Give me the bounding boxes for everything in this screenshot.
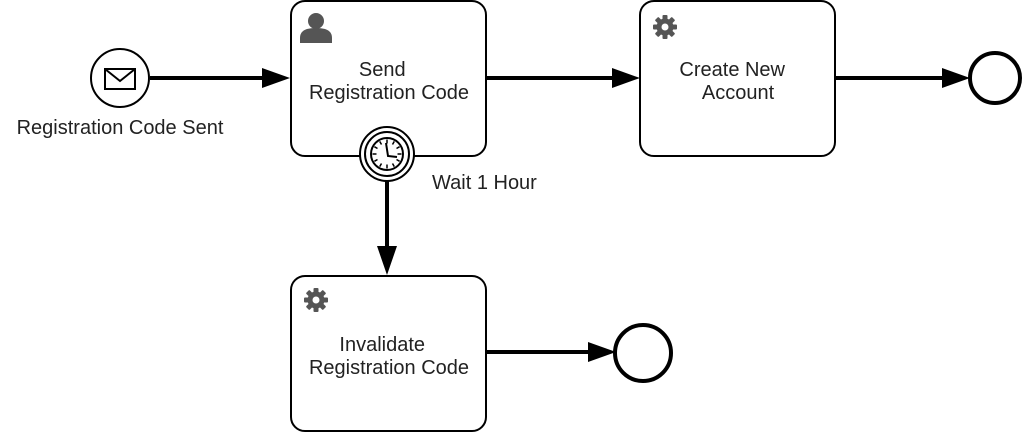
sequence-flow-send-to-create[interactable] bbox=[486, 68, 640, 88]
user-icon bbox=[300, 13, 332, 43]
task-invalidate-label-line1: Invalidate bbox=[339, 334, 425, 356]
task-invalidate-registration-code[interactable]: Invalidate Registration Code bbox=[290, 275, 487, 432]
task-create-new-account[interactable]: Create New Account bbox=[639, 0, 836, 157]
sequence-flow-start-to-send[interactable] bbox=[150, 68, 290, 88]
task-create-label-line1: Create New bbox=[679, 59, 785, 81]
task-create-label: Create New Account bbox=[679, 59, 790, 104]
task-create-label-line2: Account bbox=[702, 82, 775, 104]
task-send-label-line1: Send bbox=[359, 59, 406, 81]
task-invalidate-label: Invalidate Registration Code bbox=[309, 334, 469, 379]
clock-icon bbox=[370, 137, 404, 171]
end-event-bottom[interactable] bbox=[613, 323, 673, 383]
start-event-label: Registration Code Sent bbox=[17, 117, 224, 139]
task-send-label-line2: Registration Code bbox=[309, 82, 469, 104]
start-message-event[interactable] bbox=[90, 48, 150, 108]
task-send-label: Send Registration Code bbox=[309, 59, 469, 104]
boundary-timer-event[interactable] bbox=[359, 126, 415, 182]
sequence-flow-invalidate-to-end[interactable] bbox=[487, 342, 616, 362]
gear-icon bbox=[304, 288, 328, 312]
envelope-icon bbox=[104, 68, 136, 90]
sequence-flow-create-to-end[interactable] bbox=[835, 68, 970, 88]
end-event-top[interactable] bbox=[968, 51, 1022, 105]
task-invalidate-label-line2: Registration Code bbox=[309, 357, 469, 379]
gear-icon bbox=[653, 15, 677, 39]
timer-event-label: Wait 1 Hour bbox=[432, 172, 537, 194]
sequence-flow-timer-to-invalidate[interactable] bbox=[377, 181, 397, 275]
